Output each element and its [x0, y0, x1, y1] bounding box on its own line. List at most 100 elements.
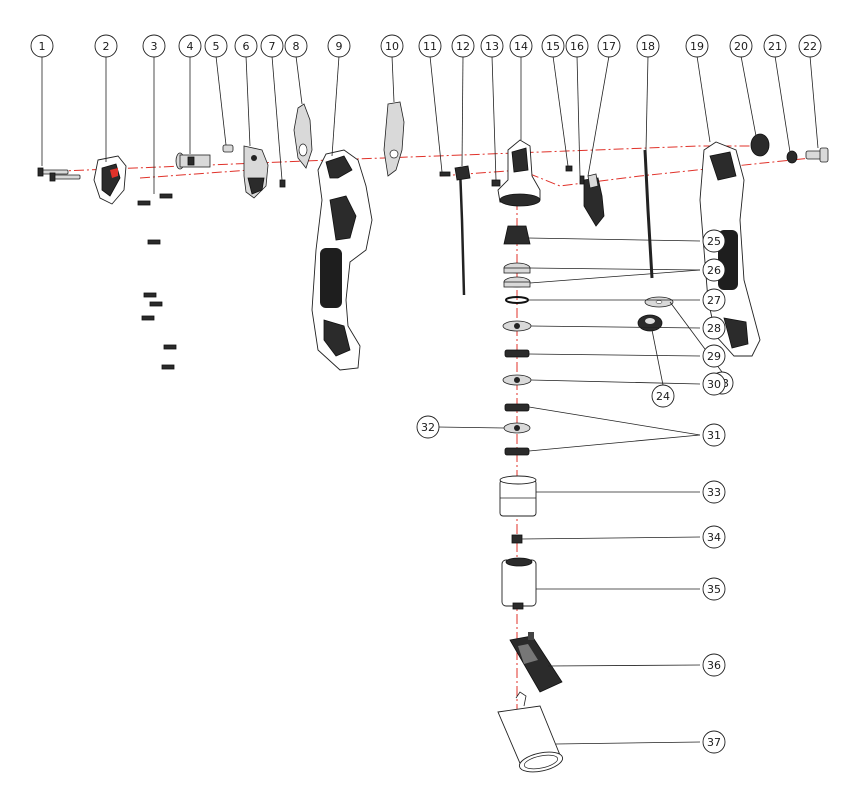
callout-circle: [702, 316, 726, 340]
callout-label: 5: [213, 40, 220, 53]
part-16-small-part: [579, 175, 585, 185]
callout-circle: [541, 34, 565, 58]
callout-circle: [565, 34, 589, 58]
callout-label: 33: [707, 486, 721, 499]
callout-circle: [94, 34, 118, 58]
callout-label: 27: [707, 294, 721, 307]
part-12-spring-wire: [454, 165, 471, 296]
callout-label: 20: [734, 40, 748, 53]
callout-label: 3: [151, 40, 158, 53]
callout-circle: [702, 229, 726, 253]
callout-circle: [729, 34, 753, 58]
callout-circle: [702, 577, 726, 601]
callout-circle: [451, 34, 475, 58]
callout-circle: [702, 423, 726, 447]
part-17-trigger: [583, 173, 605, 227]
callout-circle: [702, 288, 726, 312]
part-24-cap: [637, 314, 663, 332]
leader-lines: [41, 55, 819, 745]
callout-24: 24: [651, 384, 675, 408]
callout-bubbles: 1234567891011121314151617181920212223242…: [30, 34, 822, 754]
part-32-planet-carrier: [503, 422, 531, 434]
callout-14: 14: [509, 34, 533, 58]
callout-circle: [702, 653, 726, 677]
callout-label: 9: [336, 40, 343, 53]
callout-18: 18: [636, 34, 660, 58]
part-22-bolt: [805, 147, 829, 163]
callout-circle: [702, 258, 726, 282]
callout-label: 34: [707, 531, 721, 544]
callout-label: 24: [656, 390, 670, 403]
callout-34: 34: [702, 525, 726, 549]
callout-29: 29: [702, 344, 726, 368]
part-15-small-part: [565, 165, 573, 172]
callout-circle: [204, 34, 228, 58]
part-36-circuit-board: [509, 632, 563, 693]
part-7-small-pin: [279, 179, 286, 188]
part-13-screw: [491, 179, 501, 187]
callout-1: 1: [30, 34, 54, 58]
callout-circle: [260, 34, 284, 58]
callout-label: 14: [514, 40, 528, 53]
callout-circle: [597, 34, 621, 58]
part-23-washer: [644, 296, 674, 308]
callout-15: 15: [541, 34, 565, 58]
part-29-ring-gear: [504, 349, 530, 358]
part-10-upper-blade: [383, 101, 405, 177]
callout-16: 16: [565, 34, 589, 58]
callout-label: 32: [421, 421, 435, 434]
part-30-planet-carrier: [502, 374, 532, 386]
callout-circle: [685, 34, 709, 58]
callout-circle: [418, 34, 442, 58]
part-35-motor: [501, 557, 537, 610]
callout-19: 19: [685, 34, 709, 58]
part-14-gear-head: [497, 139, 541, 207]
callout-9: 9: [327, 34, 351, 58]
callout-11: 11: [418, 34, 442, 58]
callout-12: 12: [451, 34, 475, 58]
callout-2: 2: [94, 34, 118, 58]
callout-label: 28: [707, 322, 721, 335]
callout-label: 36: [707, 659, 721, 672]
callout-circle: [327, 34, 351, 58]
callout-22: 22: [798, 34, 822, 58]
part-21-nut: [786, 150, 798, 164]
callout-10: 10: [380, 34, 404, 58]
callout-circle: [702, 372, 726, 396]
callout-label: 29: [707, 350, 721, 363]
callout-label: 8: [293, 40, 300, 53]
callout-27: 27: [702, 288, 726, 312]
callout-circle: [798, 34, 822, 58]
callout-25: 25: [702, 229, 726, 253]
callout-label: 10: [385, 40, 399, 53]
callout-label: 30: [707, 378, 721, 391]
callout-26: 26: [702, 258, 726, 282]
callout-3: 3: [142, 34, 166, 58]
callout-36: 36: [702, 653, 726, 677]
part-11-screw: [439, 171, 451, 177]
part-18-long-bar: [643, 149, 654, 279]
callout-circle: [651, 384, 675, 408]
part-8-blade: [293, 103, 313, 169]
callout-30: 30: [702, 372, 726, 396]
callout-label: 25: [707, 235, 721, 248]
part-2-head-cover: [93, 155, 127, 205]
callout-label: 18: [641, 40, 655, 53]
callout-label: 22: [803, 40, 817, 53]
callout-label: 13: [485, 40, 499, 53]
part-1-screws: [37, 167, 81, 182]
part-28-planet-carrier: [502, 320, 532, 332]
callout-circle: [702, 344, 726, 368]
callout-circle: [702, 730, 726, 754]
callout-37: 37: [702, 730, 726, 754]
callout-circle: [416, 415, 440, 439]
callout-circle: [763, 34, 787, 58]
callout-label: 19: [690, 40, 704, 53]
callout-circle: [142, 34, 166, 58]
callout-circle: [234, 34, 258, 58]
callout-35: 35: [702, 577, 726, 601]
callout-circle: [480, 34, 504, 58]
callout-circle: [30, 34, 54, 58]
part-5-bushing: [222, 144, 234, 153]
